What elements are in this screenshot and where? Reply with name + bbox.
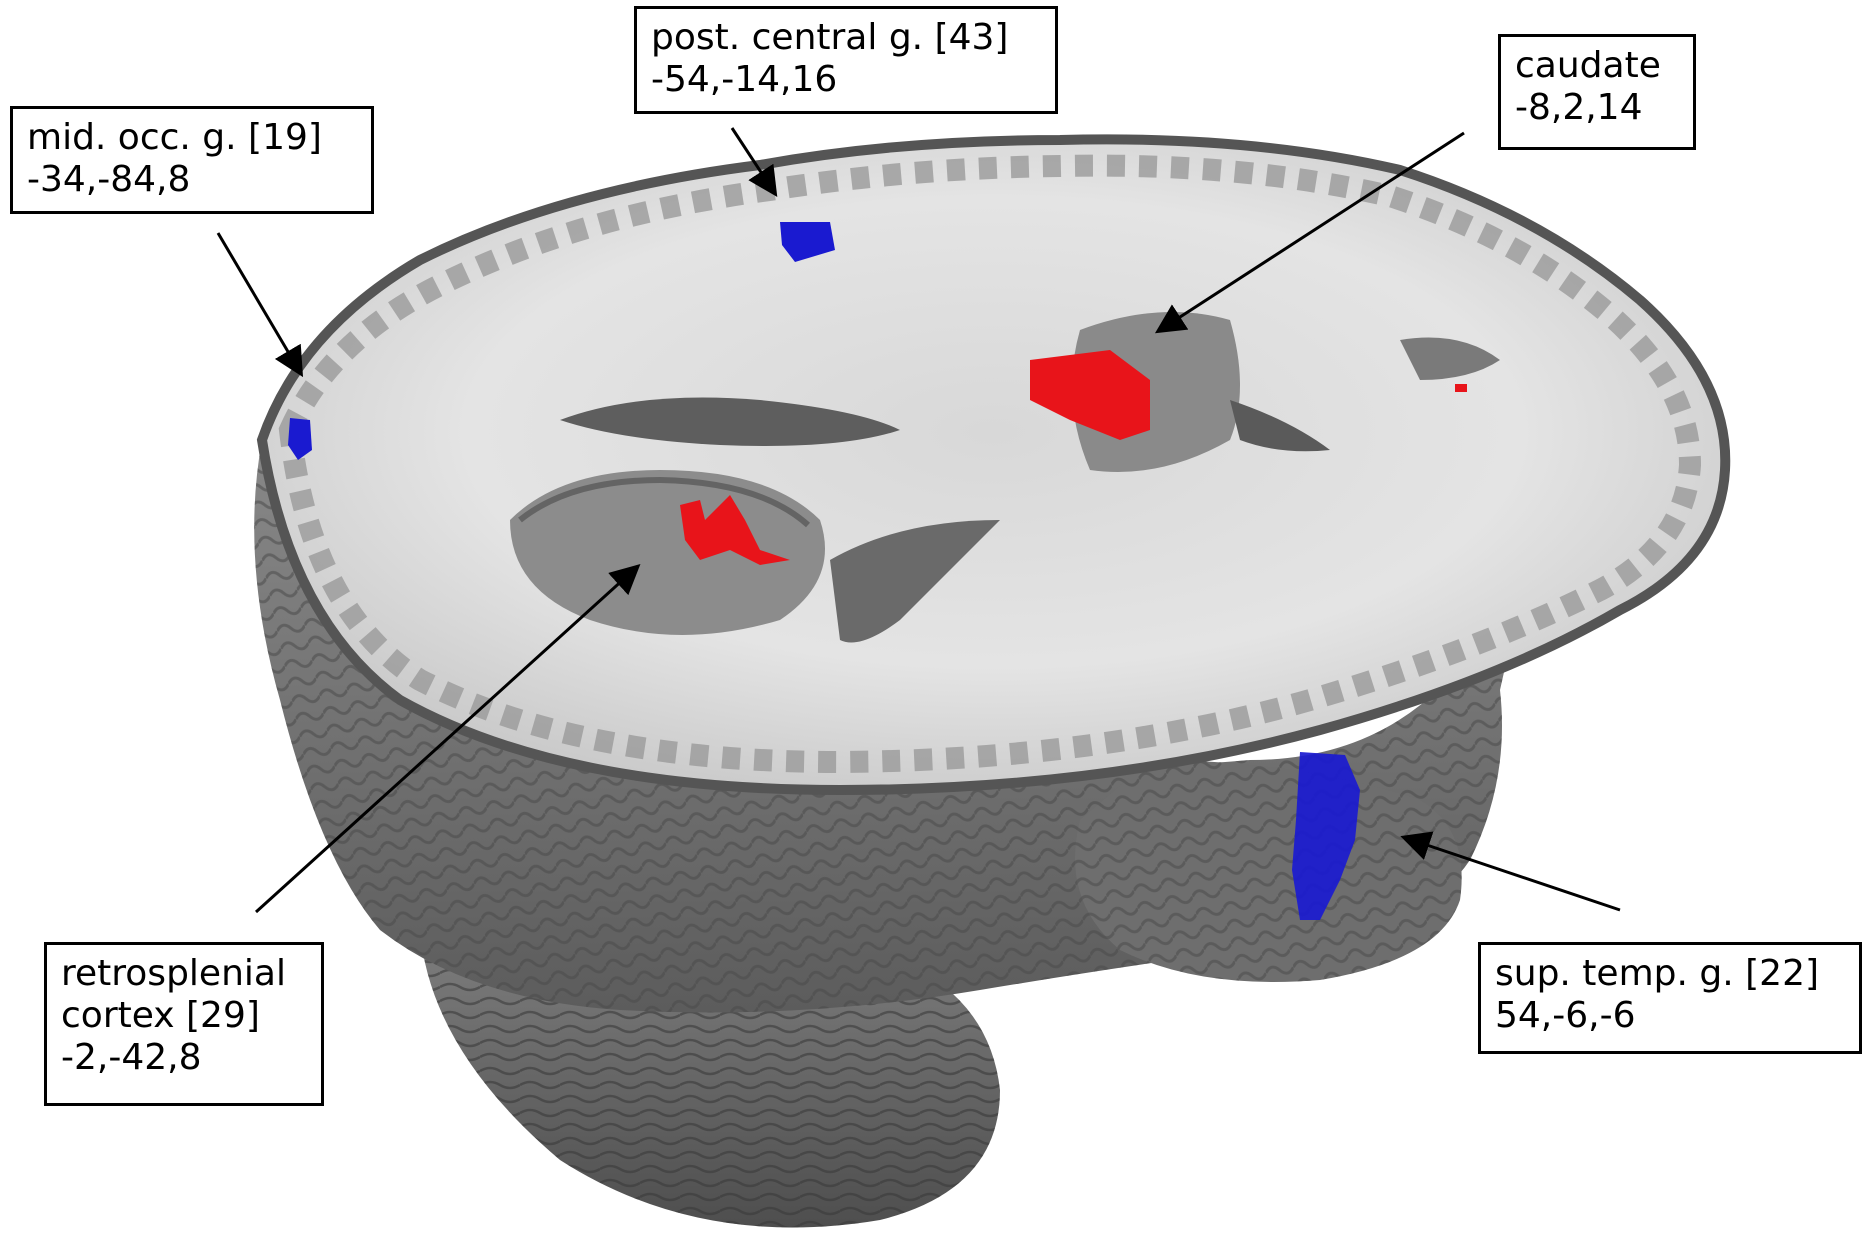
activation-caudate <box>1030 350 1150 440</box>
label-post-central-gyrus: post. central g. [43] -54,-14,16 <box>634 6 1058 114</box>
label-post-central-coords: -54,-14,16 <box>651 59 838 100</box>
label-caudate-name: caudate <box>1515 45 1661 86</box>
arrow-caudate <box>1154 131 1465 334</box>
frontal-ventricle <box>1400 337 1500 380</box>
arrow-retrosplenial <box>254 563 641 914</box>
label-retrosplenial-cortex: retrosplenial cortex [29] -2,-42,8 <box>44 942 324 1106</box>
label-retrosplenial-line2: cortex [29] <box>61 995 260 1036</box>
corpus-callosum <box>830 520 1000 643</box>
activation-sup-temp <box>1292 752 1360 920</box>
label-retrosplenial-line1: retrosplenial <box>61 953 286 994</box>
label-sup-temp-name: sup. temp. g. [22] <box>1495 953 1820 994</box>
arrow-sup-temp <box>1400 831 1621 912</box>
label-caudate: caudate -8,2,14 <box>1498 34 1696 150</box>
axial-slice <box>256 134 1731 796</box>
activation-retrosplenial <box>680 495 790 565</box>
label-sup-temp-gyrus: sup. temp. g. [22] 54,-6,-6 <box>1478 942 1862 1054</box>
lateral-ventricle <box>560 397 900 446</box>
label-post-central-name: post. central g. [43] <box>651 17 1009 58</box>
thalamus-region <box>510 470 825 635</box>
arrow-mid-occ <box>216 232 304 378</box>
activation-mid-occ <box>288 418 312 460</box>
arrow-post-central <box>730 127 778 198</box>
label-sup-temp-coords: 54,-6,-6 <box>1495 995 1636 1036</box>
label-mid-occ-gyrus: mid. occ. g. [19] -34,-84,8 <box>10 106 374 214</box>
activation-post-central <box>780 222 835 262</box>
label-mid-occ-name: mid. occ. g. [19] <box>27 117 322 158</box>
activation-frontal <box>1455 384 1467 392</box>
label-mid-occ-coords: -34,-84,8 <box>27 159 191 200</box>
label-retrosplenial-coords: -2,-42,8 <box>61 1037 202 1078</box>
label-caudate-coords: -8,2,14 <box>1515 87 1643 128</box>
